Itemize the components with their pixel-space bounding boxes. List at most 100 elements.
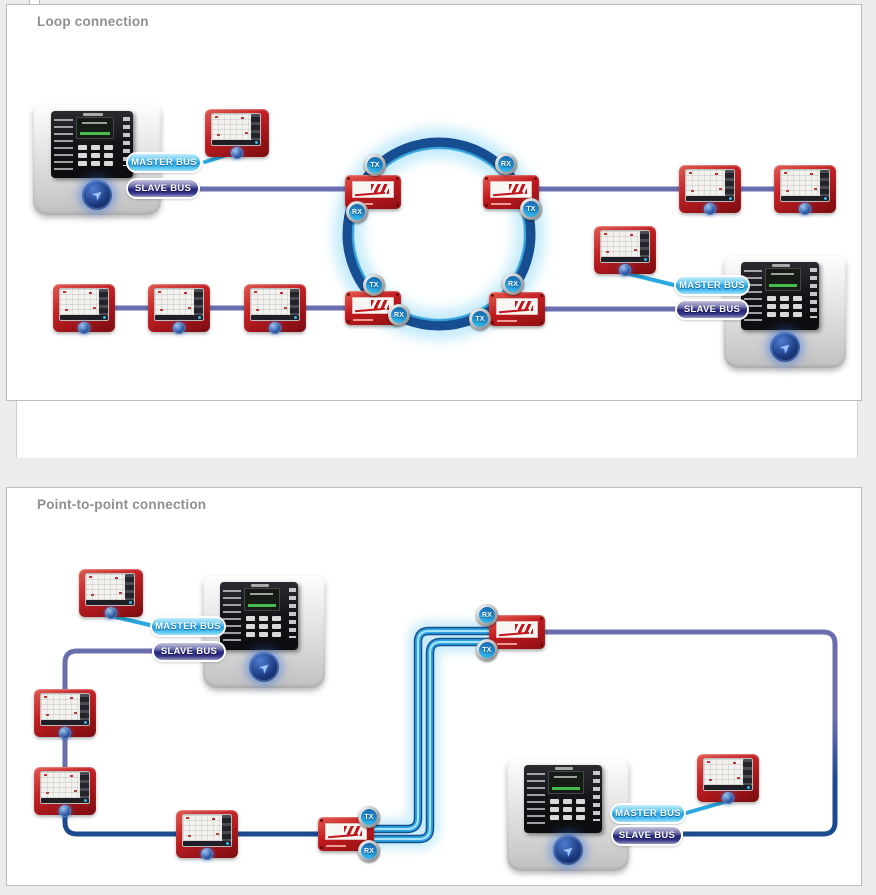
fiber-converter bbox=[489, 615, 545, 649]
panel-keypad bbox=[76, 143, 111, 171]
control-panel-face bbox=[741, 261, 820, 330]
section-point-to-point-connection: Point-to-point connection ➤ bbox=[6, 487, 862, 886]
rx-label: RX bbox=[500, 160, 512, 168]
floor-plan-view bbox=[86, 574, 124, 600]
optical-ring-highlight bbox=[351, 146, 527, 322]
touch-panel-device bbox=[244, 284, 306, 334]
touch-panel-device bbox=[594, 226, 656, 276]
floor-plan-view bbox=[251, 289, 289, 315]
slave-bus-label: SLAVE BUS bbox=[134, 183, 192, 194]
rx-label: RX bbox=[507, 280, 519, 288]
tx-label: TX bbox=[370, 161, 380, 169]
screen-side-buttons bbox=[80, 694, 89, 720]
slave-bus-lines bbox=[107, 186, 778, 312]
touch-panel-screen bbox=[250, 288, 300, 321]
converter-logo bbox=[496, 298, 538, 315]
touch-panel-home-button bbox=[59, 805, 71, 817]
touch-panel-device bbox=[205, 109, 269, 159]
rx-badge: RX bbox=[502, 273, 524, 295]
floor-plan-view bbox=[60, 289, 98, 315]
fiber-link-highlight bbox=[366, 630, 491, 840]
screen-side-buttons bbox=[222, 815, 231, 841]
touch-panel-device bbox=[34, 767, 96, 817]
tx-badge: TX bbox=[364, 154, 386, 176]
tx-badge: TX bbox=[363, 274, 385, 296]
touch-panel-screen bbox=[703, 758, 753, 791]
touch-panel-device bbox=[79, 569, 143, 619]
led-indicator-column bbox=[54, 118, 73, 170]
converter-logo bbox=[352, 297, 394, 314]
panel-logo-button: ➤ bbox=[770, 332, 800, 363]
screen-side-buttons bbox=[743, 759, 752, 785]
panel-side-buttons bbox=[809, 268, 817, 318]
rx-badge: RX bbox=[346, 201, 368, 223]
master-bus-badge: MASTER BUS bbox=[128, 154, 200, 171]
master-bus-label: MASTER BUS bbox=[155, 621, 221, 632]
tx-badge: TX bbox=[469, 308, 491, 330]
screen-status-bar bbox=[183, 841, 231, 846]
screen-side-buttons bbox=[251, 114, 260, 140]
section-loop-connection: Loop connection ➤ ➤ bbox=[6, 4, 862, 401]
screen-status-bar bbox=[60, 315, 108, 320]
slave-bus-badge: SLAVE BUS bbox=[154, 643, 224, 660]
screen-side-buttons bbox=[80, 772, 89, 798]
optical-ring bbox=[342, 137, 536, 331]
panel-logo-button: ➤ bbox=[82, 179, 112, 210]
panel-logo-button: ➤ bbox=[249, 652, 279, 683]
control-panel-face bbox=[50, 110, 133, 178]
screen-side-buttons bbox=[820, 170, 829, 196]
panel-display bbox=[548, 771, 584, 794]
master-bus-badge: MASTER BUS bbox=[676, 277, 748, 294]
tx-label: TX bbox=[526, 205, 536, 213]
panel-keypad bbox=[765, 294, 799, 323]
screen-status-bar bbox=[704, 785, 752, 790]
screen-status-bar bbox=[781, 196, 829, 201]
floor-plan-view bbox=[155, 289, 193, 315]
converter-text bbox=[491, 203, 511, 205]
converter-logo bbox=[352, 181, 394, 198]
touch-panel-screen bbox=[154, 288, 204, 321]
touch-panel-home-button bbox=[201, 848, 213, 860]
page-crop-artifact bbox=[29, 0, 40, 5]
led-indicator-column bbox=[744, 269, 763, 322]
panel-keypad bbox=[548, 797, 582, 826]
slave-bus-dark-lines bbox=[62, 815, 323, 837]
floor-plan-view bbox=[41, 694, 79, 720]
slave-bus-badge: SLAVE BUS bbox=[613, 827, 681, 844]
panel-side-buttons bbox=[288, 588, 296, 638]
converter-text bbox=[497, 643, 517, 645]
led-indicator-column bbox=[527, 772, 546, 825]
converter-logo bbox=[496, 621, 538, 638]
touch-panel-screen bbox=[600, 230, 650, 263]
converter-logo bbox=[490, 181, 532, 198]
panel-logo-button: ➤ bbox=[553, 835, 583, 866]
touch-panel-device bbox=[774, 165, 836, 215]
control-panel: ➤ bbox=[507, 759, 629, 871]
fiber-converter bbox=[483, 175, 539, 209]
floor-plan-view bbox=[41, 772, 79, 798]
touch-panel-home-button bbox=[173, 322, 185, 334]
panel-side-buttons bbox=[123, 117, 131, 166]
floor-plan-view bbox=[704, 759, 742, 785]
section-title: Loop connection bbox=[37, 14, 149, 29]
rx-badge: RX bbox=[358, 840, 380, 862]
floor-plan-view bbox=[781, 170, 819, 196]
master-bus-label: MASTER BUS bbox=[615, 808, 681, 819]
rx-badge: RX bbox=[476, 604, 498, 626]
control-panel: ➤ bbox=[203, 576, 325, 688]
rx-label: RX bbox=[481, 611, 493, 619]
fiber-link bbox=[366, 628, 491, 842]
tx-badge: TX bbox=[476, 639, 498, 661]
master-bus-badge: MASTER BUS bbox=[152, 618, 224, 635]
rx-badge: RX bbox=[495, 153, 517, 175]
slave-bus-label: SLAVE BUS bbox=[160, 646, 218, 657]
master-bus-label: MASTER BUS bbox=[131, 157, 197, 168]
section-divider-block bbox=[16, 401, 858, 458]
touch-panel-home-button bbox=[59, 727, 71, 739]
brand-label bbox=[771, 263, 791, 267]
panel-logo-icon: ➤ bbox=[88, 185, 106, 204]
tx-label: TX bbox=[482, 646, 492, 654]
panel-logo-icon: ➤ bbox=[776, 338, 794, 357]
panel-side-buttons bbox=[592, 771, 600, 821]
slave-bus-badge: SLAVE BUS bbox=[128, 180, 198, 197]
